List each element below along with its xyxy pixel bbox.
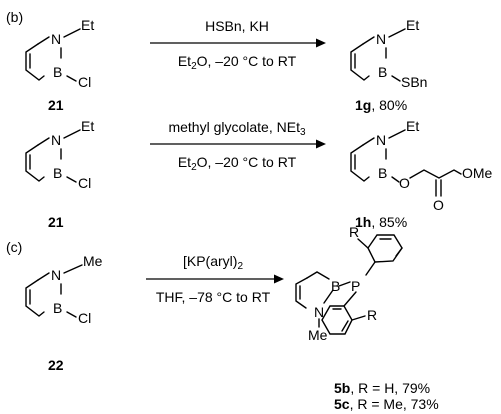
- arrow-reaction-2: [150, 139, 326, 149]
- atom-sbn: SBn: [401, 74, 427, 90]
- reactant-21-b: N Et B Cl: [25, 118, 94, 191]
- atom-n: N: [376, 31, 386, 47]
- atom-b: B: [53, 165, 62, 181]
- atom-cl: Cl: [78, 74, 91, 90]
- section-label-c: (c): [6, 239, 22, 255]
- product-1h: N Et B O OMe O: [350, 118, 493, 213]
- atom-o-carbonyl: O: [433, 197, 444, 213]
- reagent-1: HSBn, KH: [205, 18, 269, 34]
- atom-r-lower: R: [367, 307, 377, 323]
- atom-b: B: [53, 64, 62, 80]
- compound-label-22: 22: [48, 357, 64, 373]
- arrow-reaction-3: [146, 274, 284, 284]
- reagent-3: [KP(aryl)2: [183, 253, 243, 272]
- reactant-21-a: N Et B Cl: [25, 17, 94, 90]
- atom-me: Me: [308, 327, 328, 343]
- atom-n: N: [51, 31, 61, 47]
- atom-cl: Cl: [78, 175, 91, 191]
- atom-n: N: [51, 267, 61, 283]
- atom-n: N: [376, 132, 386, 148]
- compound-label-21-second: 21: [48, 214, 64, 230]
- atom-et: Et: [406, 17, 419, 33]
- reactant-22: N Me B Cl: [25, 253, 103, 326]
- atom-n: N: [314, 304, 324, 320]
- product-5b-5c: B P N Me R R: [295, 224, 403, 343]
- atom-b: B: [378, 165, 387, 181]
- atom-o: O: [399, 175, 410, 191]
- atom-p: P: [351, 278, 360, 294]
- product-yield-1h: 1h, 85%: [355, 214, 407, 230]
- section-label-b: (b): [6, 9, 23, 25]
- atom-b: B: [53, 300, 62, 316]
- atom-et: Et: [81, 118, 94, 134]
- atom-et: Et: [406, 118, 419, 134]
- product-yield-5c: 5c, R = Me, 73%: [334, 396, 439, 412]
- atom-cl: Cl: [78, 310, 91, 326]
- atom-r-upper: R: [349, 224, 359, 240]
- conditions-1: Et2O, –20 °C to RT: [178, 53, 297, 72]
- reagent-2: methyl glycolate, NEt3: [168, 119, 306, 138]
- arrow-reaction-1: [150, 38, 326, 48]
- atom-ome: OMe: [462, 165, 493, 181]
- atom-me: Me: [83, 253, 103, 269]
- conditions-3: THF, –78 °C to RT: [156, 289, 271, 305]
- product-1g: N Et B SBn: [350, 17, 427, 90]
- atom-b: B: [331, 278, 340, 294]
- atom-et: Et: [81, 17, 94, 33]
- product-yield-5b: 5b, R = H, 79%: [334, 380, 430, 396]
- conditions-2: Et2O, –20 °C to RT: [178, 154, 297, 173]
- atom-b: B: [378, 64, 387, 80]
- product-yield-1g: 1g, 80%: [355, 97, 407, 113]
- atom-n: N: [51, 132, 61, 148]
- compound-label-21: 21: [48, 97, 64, 113]
